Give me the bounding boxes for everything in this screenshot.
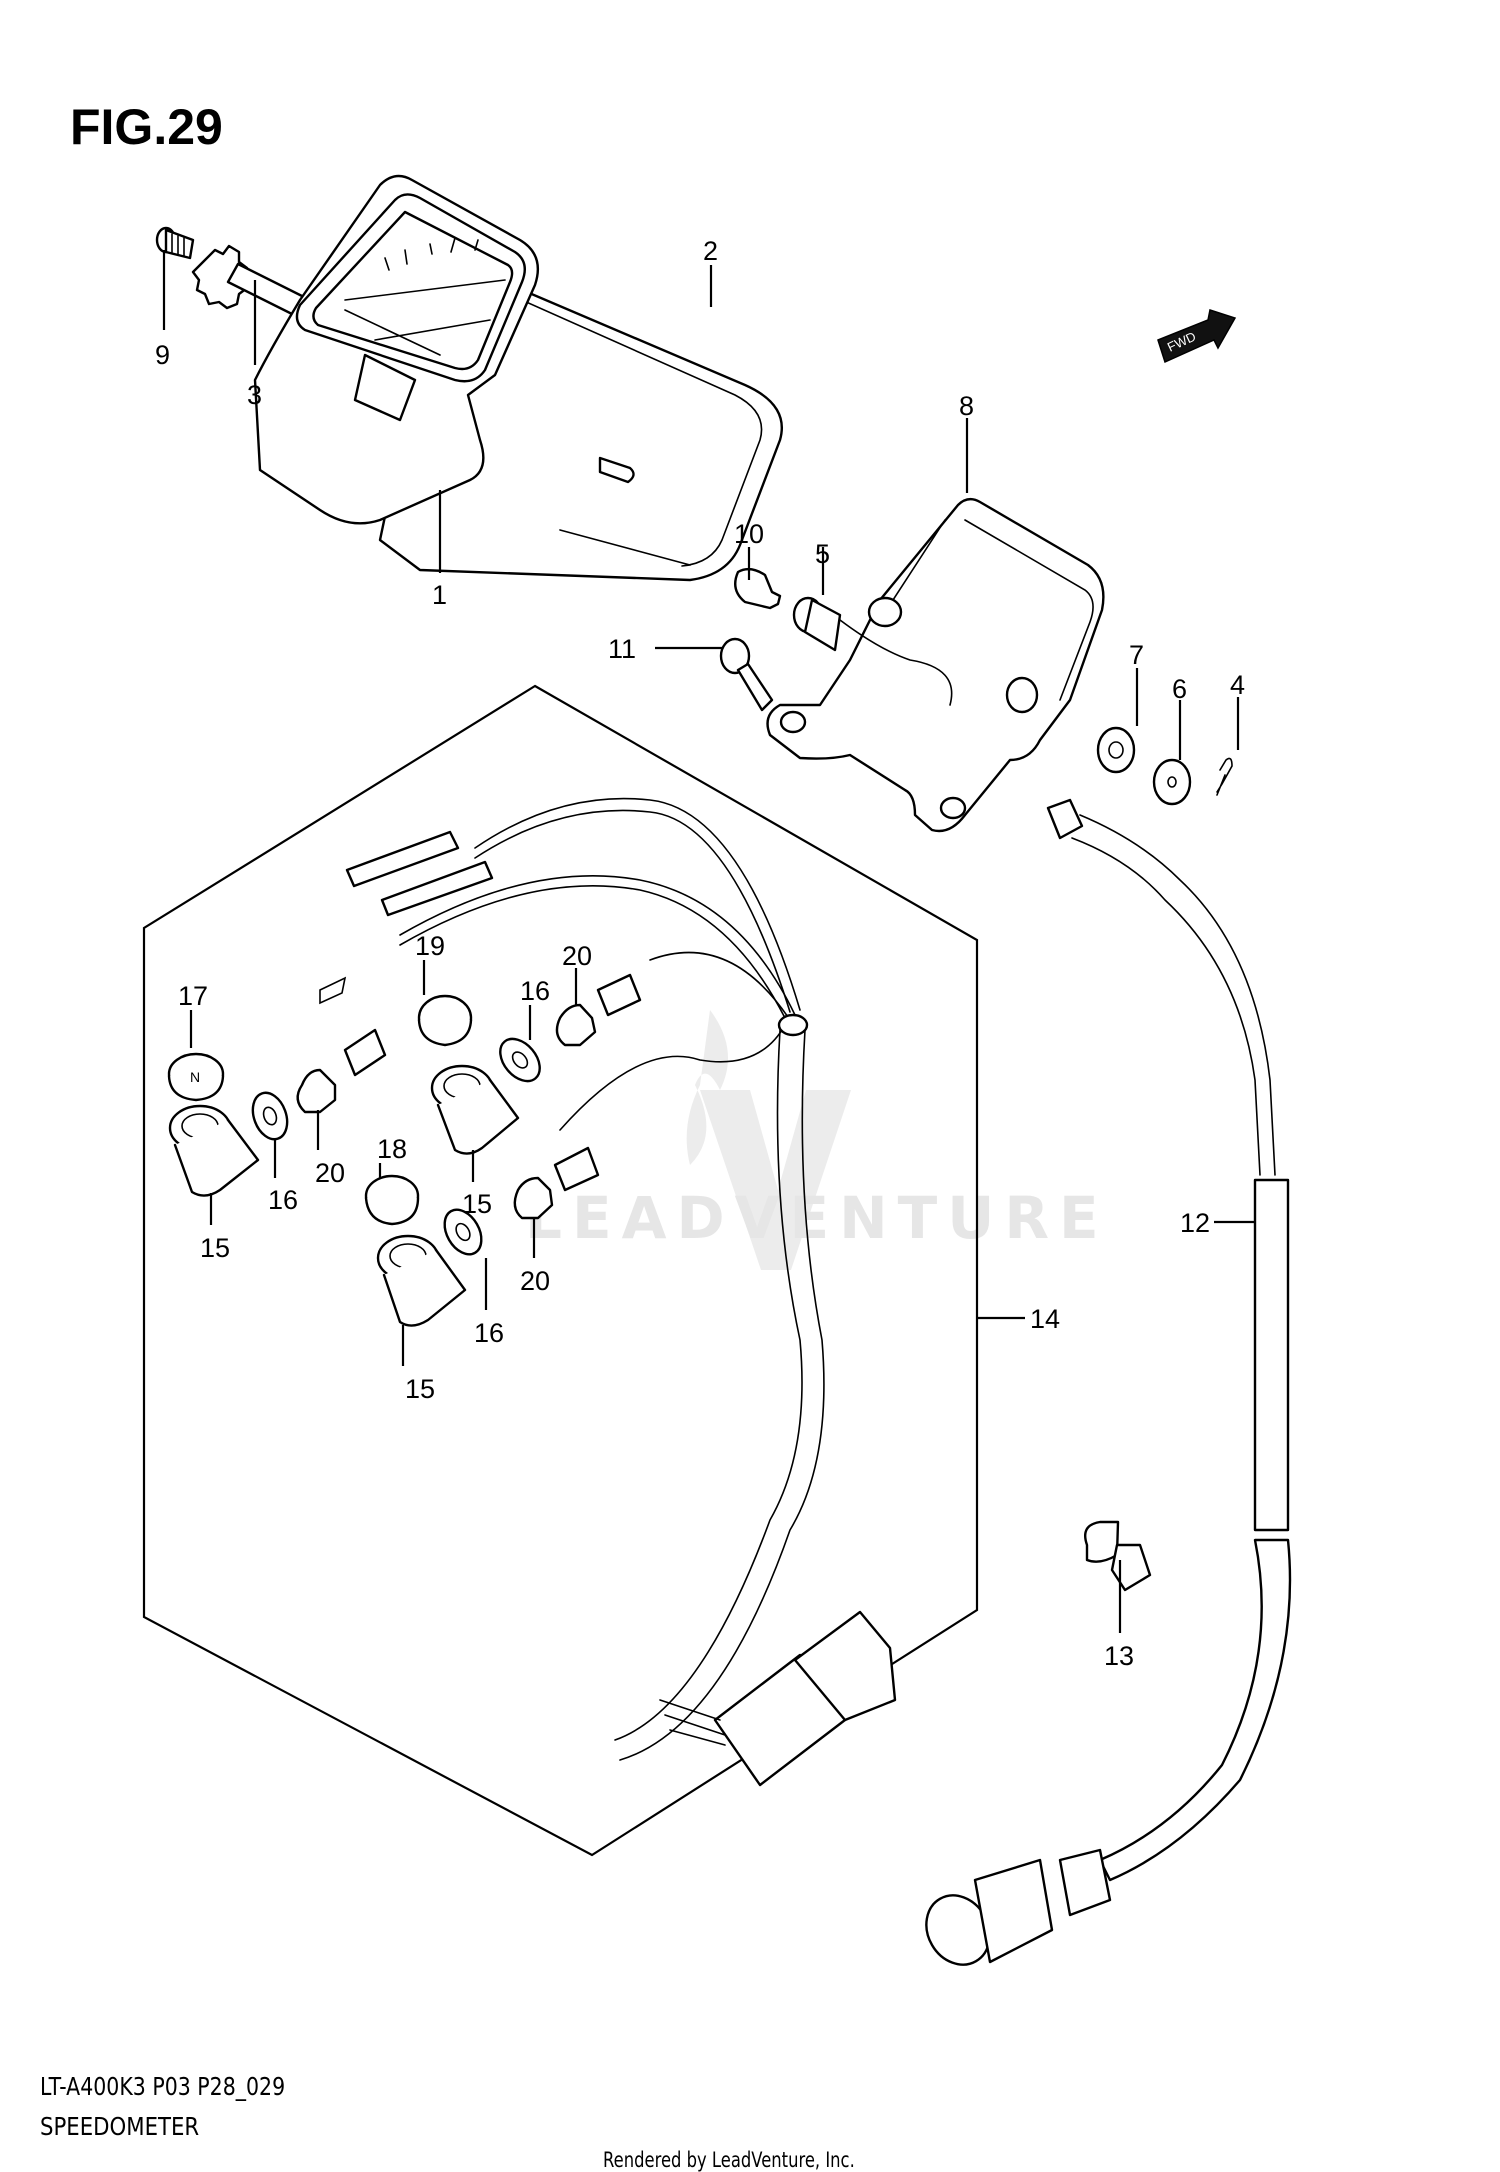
part-16b-grommet[interactable] bbox=[492, 1031, 547, 1088]
callout-18[interactable]: 18 bbox=[377, 1134, 407, 1164]
part-17-neutral-lens-cap[interactable]: N bbox=[167, 1052, 225, 1102]
watermark-v-icon bbox=[700, 1090, 851, 1270]
part-6-washer[interactable] bbox=[1152, 758, 1192, 806]
callout-1[interactable]: 1 bbox=[432, 580, 447, 610]
part-11-bolt[interactable] bbox=[719, 637, 774, 712]
part-18-reverse-lens-cap[interactable] bbox=[364, 1174, 420, 1226]
render-credit: Rendered by LeadVenture, Inc. bbox=[603, 2148, 855, 2172]
callout-9[interactable]: 9 bbox=[155, 340, 170, 370]
part-14-wiring-harness[interactable] bbox=[319, 797, 897, 1787]
callout-6[interactable]: 6 bbox=[1172, 674, 1187, 704]
callout-17[interactable]: 17 bbox=[178, 981, 208, 1011]
part-8-meter-bracket[interactable] bbox=[766, 497, 1105, 833]
watermark-flame-icon bbox=[686, 1010, 728, 1165]
callout-7[interactable]: 7 bbox=[1129, 640, 1144, 670]
arrow-right-icon bbox=[1157, 309, 1237, 364]
callout-12[interactable]: 12 bbox=[1180, 1208, 1210, 1238]
neutral-letter-icon: N bbox=[190, 1069, 200, 1085]
callout-5[interactable]: 5 bbox=[815, 539, 830, 569]
fwd-direction-badge: FWD bbox=[1157, 309, 1237, 364]
part-20c-indicator-bulb[interactable] bbox=[513, 1146, 600, 1220]
callout-14[interactable]: 14 bbox=[1030, 1304, 1060, 1334]
part-1-speedometer[interactable] bbox=[253, 174, 635, 525]
callout-20c[interactable]: 20 bbox=[520, 1266, 550, 1296]
watermark-text: LEADVENTURE bbox=[525, 1184, 1109, 1252]
callout-labels: 9 3 2 1 8 10 5 11 7 6 4 12 13 14 17 15 1… bbox=[155, 236, 1245, 1671]
harness-group-outline bbox=[142, 684, 979, 1857]
callout-20b[interactable]: 20 bbox=[562, 941, 592, 971]
callout-16b[interactable]: 16 bbox=[520, 976, 550, 1006]
part-5-bulb-socket[interactable] bbox=[792, 596, 953, 706]
part-15a-indicator-housing[interactable] bbox=[168, 1104, 260, 1197]
callout-3[interactable]: 3 bbox=[247, 380, 262, 410]
part-4-cotter-clip[interactable] bbox=[1216, 757, 1233, 796]
callout-2[interactable]: 2 bbox=[703, 236, 718, 266]
callout-16a[interactable]: 16 bbox=[268, 1185, 298, 1215]
part-20a-indicator-bulb[interactable] bbox=[296, 1028, 387, 1114]
part-12-speedometer-cable[interactable] bbox=[914, 798, 1292, 1976]
callout-15b[interactable]: 15 bbox=[462, 1189, 492, 1219]
part-19-high-beam-lens-cap[interactable] bbox=[417, 994, 473, 1047]
section-name: SPEEDOMETER bbox=[40, 2112, 200, 2141]
callout-8[interactable]: 8 bbox=[959, 391, 974, 421]
part-13-cable-clamp[interactable] bbox=[1083, 1520, 1152, 1592]
watermark: LEADVENTURE bbox=[525, 1010, 1109, 1270]
leader-lines bbox=[162, 250, 1255, 1633]
callout-11[interactable]: 11 bbox=[608, 634, 636, 664]
callout-10[interactable]: 10 bbox=[734, 519, 764, 549]
part-16a-grommet[interactable] bbox=[247, 1088, 293, 1144]
part-10-bulb[interactable] bbox=[734, 567, 782, 610]
callout-4[interactable]: 4 bbox=[1230, 670, 1245, 700]
model-code: LT-A400K3 P03 P28_029 bbox=[40, 2072, 286, 2101]
part-15b-indicator-housing[interactable] bbox=[430, 1064, 520, 1155]
figure-title: FIG.29 bbox=[70, 99, 223, 155]
callout-20a[interactable]: 20 bbox=[315, 1158, 345, 1188]
part-9-screw[interactable] bbox=[155, 226, 195, 260]
part-15c-indicator-housing[interactable] bbox=[376, 1234, 467, 1327]
callout-16c[interactable]: 16 bbox=[474, 1318, 504, 1348]
part-7-cushion[interactable] bbox=[1096, 726, 1136, 774]
part-16c-grommet[interactable] bbox=[437, 1203, 489, 1261]
callout-19[interactable]: 19 bbox=[415, 931, 445, 961]
callout-15c[interactable]: 15 bbox=[405, 1374, 435, 1404]
callout-15a[interactable]: 15 bbox=[200, 1233, 230, 1263]
part-20b-indicator-bulb[interactable] bbox=[555, 973, 642, 1047]
callout-13[interactable]: 13 bbox=[1104, 1641, 1134, 1671]
